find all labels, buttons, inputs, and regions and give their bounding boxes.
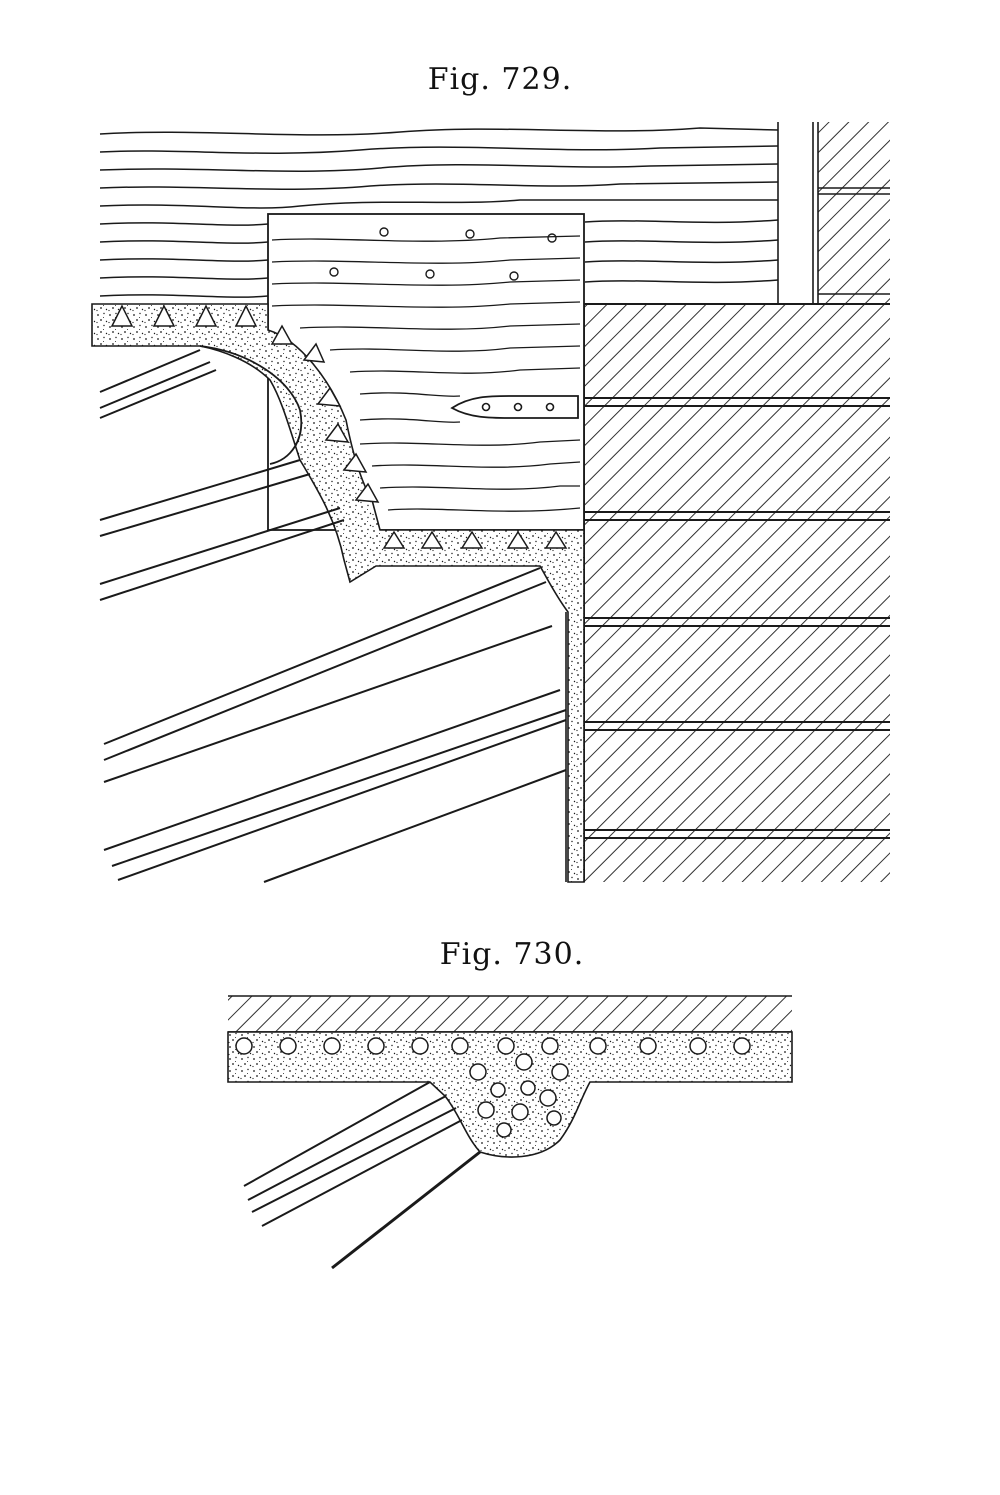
timber-nail-holes [329,227,557,281]
diagonal-roof-lines [99,349,567,883]
figure-729-caption: Fig. 729. [427,62,573,97]
gutter-profile [199,345,303,465]
mortar-bed [91,303,585,883]
diagonal-beam-lines [243,1081,481,1270]
masonry-wall [584,304,890,882]
figure-729-drawing [91,122,890,883]
reinforcement-bars [235,1037,751,1138]
timber-grain [271,235,581,512]
wood-grain-lines [99,127,779,298]
bolt [450,395,579,419]
slab-hatched [228,996,792,1032]
masonry-upper-block [818,122,890,304]
roof-tile-slips [110,304,568,549]
figure-730-drawing [227,995,793,1270]
mortar-band [227,1031,793,1158]
figure-730-caption: Fig. 730. [439,937,585,972]
